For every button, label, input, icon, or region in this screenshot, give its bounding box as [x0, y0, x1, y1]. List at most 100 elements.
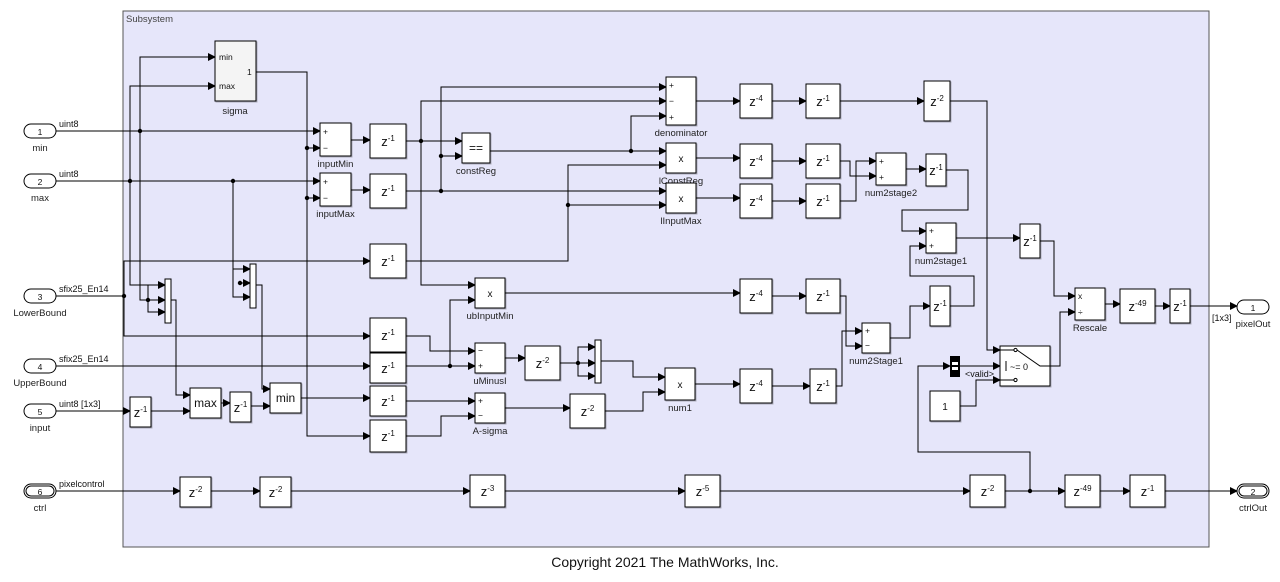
signal-line[interactable] [147, 285, 166, 316]
signal-line[interactable] [123, 257, 371, 296]
unit-delay-block[interactable]: z-1 [805, 278, 841, 314]
signal-line[interactable] [840, 160, 877, 180]
signal-line[interactable] [840, 295, 863, 350]
signal-line[interactable] [909, 242, 975, 307]
mux-2[interactable] [249, 263, 257, 309]
signal-line[interactable] [171, 299, 191, 399]
unit-delay-block[interactable]: z-1 [805, 183, 841, 219]
unit-delay-block[interactable]: z-1 [1169, 288, 1191, 324]
unit-delay-block[interactable]: z-1 [1019, 223, 1041, 259]
const1-block[interactable]: 1 [929, 390, 961, 422]
signal-line[interactable] [256, 71, 371, 440]
signal-line[interactable] [56, 295, 371, 340]
switch-block[interactable]: ~= 0 [999, 345, 1051, 387]
signal-line[interactable] [960, 376, 1001, 407]
signal-line[interactable] [139, 131, 166, 304]
bus-selector[interactable]: <valid> [950, 356, 994, 379]
unit-delay-block[interactable]: z-1 [809, 368, 837, 404]
signal-line[interactable] [890, 302, 931, 339]
signal-line[interactable] [1040, 240, 1076, 300]
constreg-block[interactable]: ==constReg [456, 132, 496, 177]
signal-line[interactable] [129, 82, 216, 181]
unit-delay-block[interactable]: z-4 [739, 143, 773, 179]
unit-delay-block[interactable]: z-2 [923, 80, 951, 122]
signal-line[interactable] [420, 97, 667, 141]
unit-delay-block[interactable]: z-4 [739, 83, 773, 119]
signal-line[interactable] [129, 181, 166, 289]
signal-line[interactable] [406, 412, 476, 437]
delay-label: z-1 [381, 254, 395, 269]
unit-delay-block[interactable]: z-3 [469, 474, 506, 508]
sigma-block[interactable]: min max 1 sigma [214, 40, 257, 117]
unit-delay-block[interactable]: z-2 [969, 474, 1006, 508]
inputmax-block[interactable]: +−inputMax [316, 172, 355, 220]
signal-line[interactable] [232, 181, 251, 301]
mux-3[interactable] [594, 339, 602, 384]
max-block[interactable]: max [189, 387, 222, 419]
denominator-block[interactable]: +−+denominator [655, 76, 708, 139]
signal-line[interactable] [917, 362, 1031, 491]
unit-delay-block[interactable]: z-1 [369, 385, 407, 417]
signal-line[interactable] [406, 335, 476, 355]
signal-line[interactable] [406, 161, 667, 262]
signal-line[interactable] [836, 327, 863, 387]
signal-line[interactable] [950, 100, 1001, 354]
signal-line[interactable] [605, 388, 666, 412]
unit-delay-block[interactable]: z-1 [229, 391, 252, 423]
unit-delay-block[interactable]: z-1 [369, 243, 407, 279]
unit-delay-block[interactable]: z-1 [925, 153, 947, 187]
unit-delay-block[interactable]: z-1 [129, 396, 152, 428]
unit-delay-block[interactable]: z-49 [1064, 474, 1101, 508]
unit-delay-block[interactable]: z-2 [569, 393, 606, 429]
mux-1[interactable] [164, 278, 172, 324]
unit-delay-block[interactable]: z-2 [179, 476, 212, 508]
uminusi-block[interactable]: −+uMinusI [473, 342, 507, 387]
signal-line[interactable] [560, 343, 596, 364]
num2stage1-block[interactable]: ++num2stage1 [915, 222, 967, 267]
num2stage1-block[interactable]: +−num2Stage1 [849, 322, 903, 367]
signal-line[interactable] [449, 296, 476, 366]
signal-line[interactable] [840, 157, 877, 202]
signal-line[interactable] [901, 169, 969, 235]
signal-line[interactable] [420, 141, 476, 289]
unit-delay-block[interactable]: z-1 [929, 285, 951, 327]
unit-delay-block[interactable]: z-1 [805, 83, 841, 119]
asigma-block[interactable]: +−A-sigma [473, 392, 509, 437]
unit-delay-block[interactable]: z-5 [684, 474, 721, 508]
unit-delay-block[interactable]: z-1 [369, 173, 407, 209]
unit-delay-block[interactable]: z-1 [805, 143, 841, 179]
unit-delay-block[interactable]: z-1 [369, 352, 407, 384]
unit-delay-block[interactable]: z-1 [1129, 474, 1166, 508]
unit-delay-block[interactable]: z-2 [259, 476, 292, 508]
unit-delay-block[interactable]: z-4 [739, 183, 773, 219]
signal-line[interactable] [577, 363, 596, 380]
signal-line[interactable] [139, 53, 216, 131]
signal-line[interactable] [1050, 308, 1076, 367]
min-block[interactable]: min [269, 382, 302, 414]
unit-delay-block[interactable]: z-1 [369, 123, 407, 159]
rescale-block[interactable]: x÷Rescale [1073, 287, 1107, 334]
signal-line[interactable] [601, 360, 666, 381]
inputmin-block[interactable]: +−inputMin [318, 122, 354, 170]
unit-delay-block[interactable]: z-49 [1119, 288, 1156, 324]
unit-delay-block[interactable]: z-1 [369, 419, 407, 453]
unit-delay-block[interactable]: z-1 [369, 317, 407, 353]
signal-line[interactable] [630, 112, 667, 151]
unit-delay-block[interactable]: z-4 [739, 278, 773, 314]
num2stage2-block[interactable]: ++num2stage2 [865, 152, 917, 199]
unit-delay-block[interactable]: z-4 [739, 368, 773, 404]
signal-line[interactable] [256, 284, 271, 393]
unit-delay-block[interactable]: z-2 [524, 345, 561, 381]
